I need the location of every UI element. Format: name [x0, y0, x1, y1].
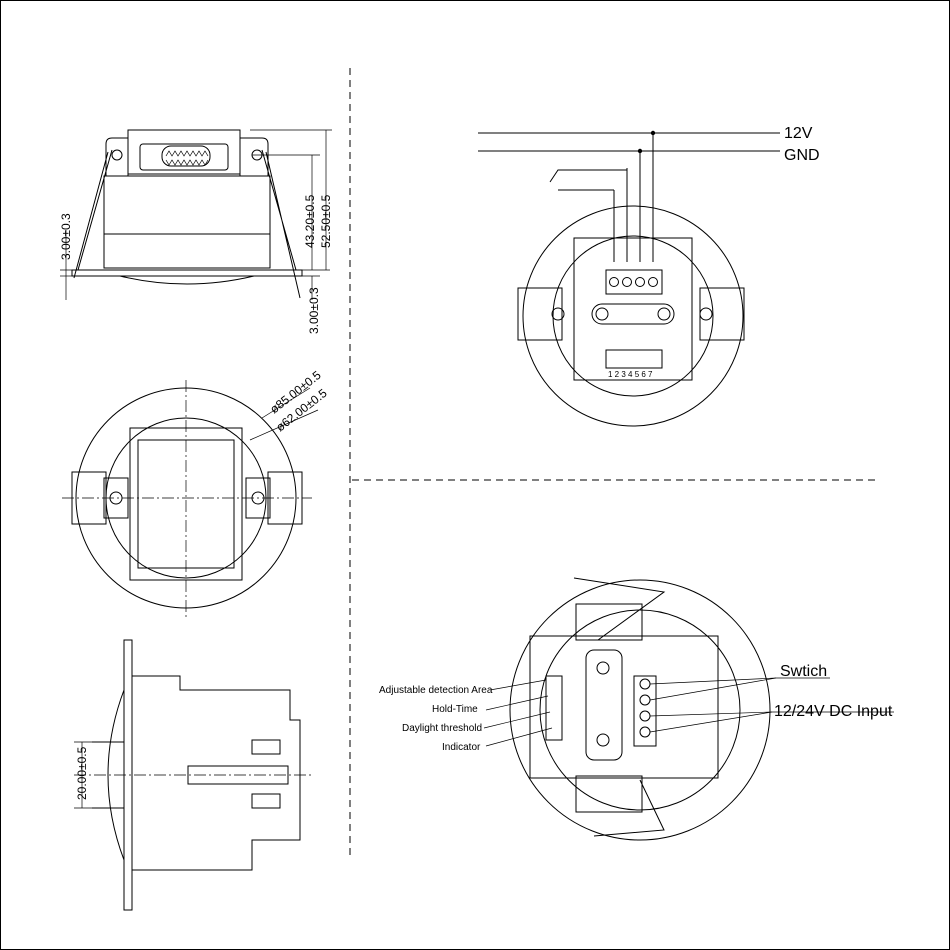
terminal-strip [606, 270, 662, 294]
wiring-outer-circle [523, 206, 743, 426]
side-view-2 [74, 640, 312, 910]
dip-numbers: 1 2 3 4 5 6 7 [608, 370, 653, 379]
wires [614, 133, 653, 262]
sensor-body [104, 176, 270, 234]
lower-screw-side [252, 794, 280, 808]
persp-pcb [586, 650, 622, 760]
wiring-view [478, 131, 780, 426]
persp-outer-circle [510, 580, 770, 840]
lower-body [104, 234, 270, 268]
persp-dip [546, 676, 562, 740]
wiring-body [574, 238, 692, 380]
persp-top-clip [576, 604, 642, 640]
dim-body-height: 20.00±0.5 [75, 746, 89, 800]
persp-body [530, 636, 718, 778]
callout-indicator: Indicator [442, 742, 481, 753]
callout-hold-time: Hold-Time [432, 704, 478, 715]
callout-daylight: Daylight threshold [402, 723, 482, 734]
body-profile [132, 676, 300, 870]
upper-screw-side [252, 740, 280, 754]
pcb-bar [592, 304, 674, 324]
dim-total-height: 52.50±0.5 [319, 194, 333, 248]
dim-flange-left: 3.00±0.3 [59, 213, 73, 260]
top-view [62, 380, 318, 620]
dip-switch [606, 350, 662, 368]
left-screw [112, 150, 122, 160]
wiring-right-clip [700, 288, 744, 340]
left-spring [74, 150, 112, 278]
side-view [60, 130, 332, 300]
left-ear [106, 138, 128, 176]
dim-inner-height: 43.20±0.5 [303, 194, 317, 248]
flange [72, 270, 302, 276]
persp-springs [574, 578, 664, 836]
callout-adjustable-area: Adjustable detection Area [379, 685, 493, 696]
connector-teeth [166, 151, 208, 165]
callout-dc-input: 12/24V DC Input [774, 703, 893, 720]
dim-flange-right: 3.00±0.3 [307, 287, 321, 334]
label-gnd: GND [784, 147, 820, 164]
switch-wire [550, 170, 627, 190]
lens-dome [120, 276, 254, 284]
terminal-housing [128, 130, 240, 174]
label-12v: 12V [784, 125, 813, 142]
callout-switch: Swtich [780, 663, 827, 680]
